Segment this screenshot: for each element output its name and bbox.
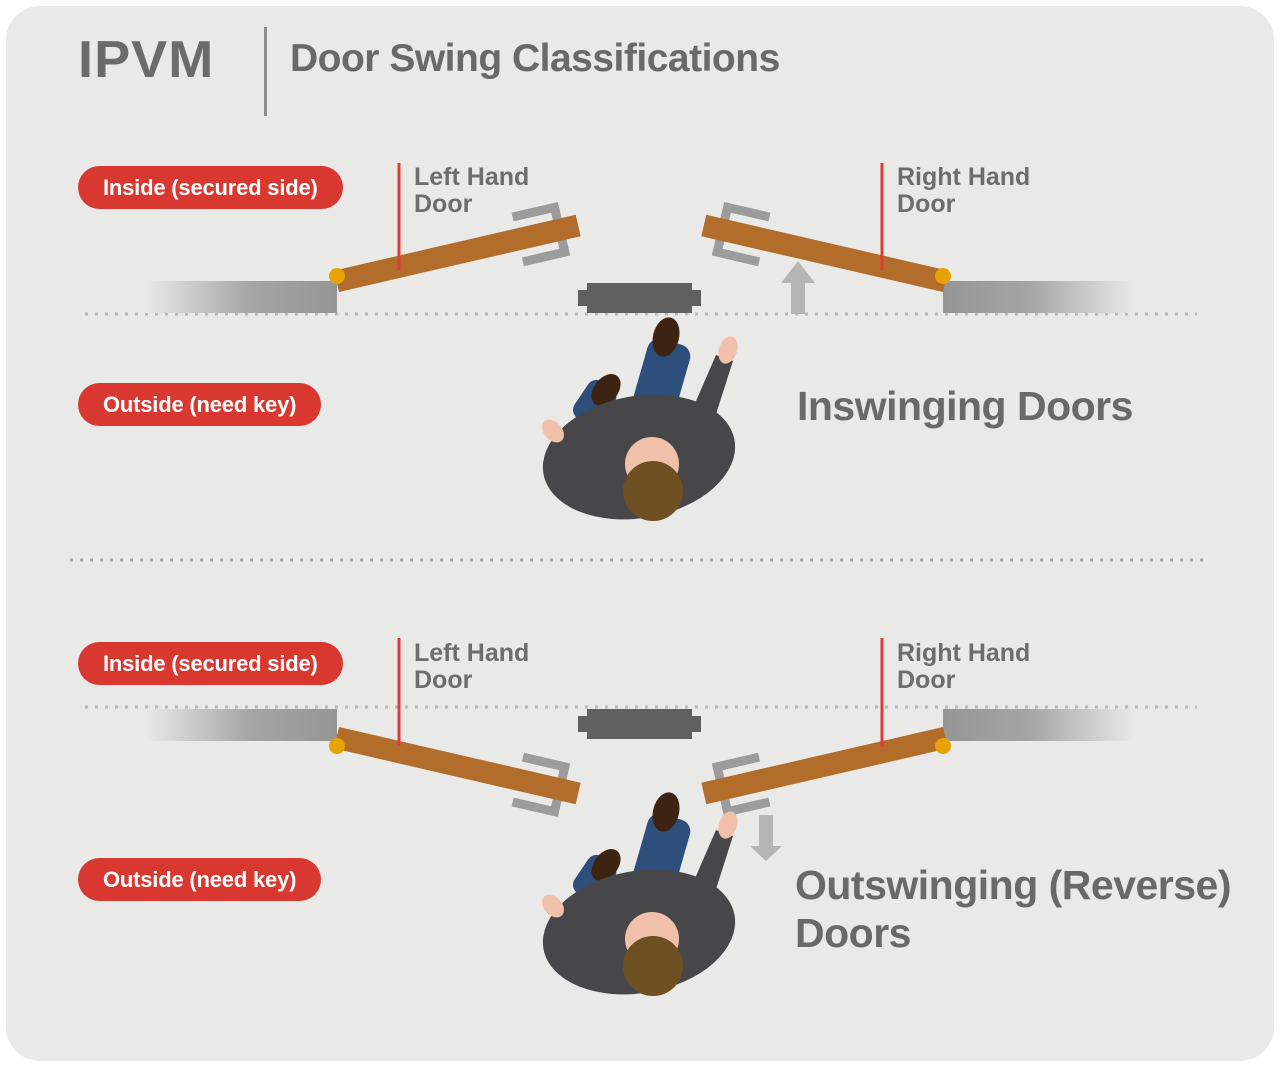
outswinging-right-hand-door	[701, 727, 948, 818]
inswinging-door-threshold	[578, 283, 701, 313]
person-top-view-outswinging	[532, 789, 746, 1009]
outswinging-right-hinge-icon	[935, 738, 951, 754]
inswinging-left-hinge-icon	[329, 268, 345, 284]
outswinging-left-wall	[145, 709, 337, 741]
inswinging-right-hand-door	[701, 201, 948, 292]
person-top-view-inswinging	[532, 314, 746, 534]
outswinging-door-threshold	[578, 709, 701, 739]
outswinging-right-wall	[943, 709, 1135, 741]
outswing-direction-down-arrow-icon	[750, 815, 782, 861]
outswinging-left-hinge-icon	[329, 738, 345, 754]
inswinging-right-hinge-icon	[935, 268, 951, 284]
inswinging-left-wall	[145, 281, 337, 313]
inswinging-right-wall	[943, 281, 1135, 313]
door-swing-diagram	[70, 163, 1210, 1009]
inswinging-left-hand-door	[334, 201, 581, 292]
outswinging-left-hand-door	[334, 727, 581, 818]
infographic-canvas	[6, 6, 1274, 1061]
inswing-direction-up-arrow-icon	[781, 261, 815, 314]
